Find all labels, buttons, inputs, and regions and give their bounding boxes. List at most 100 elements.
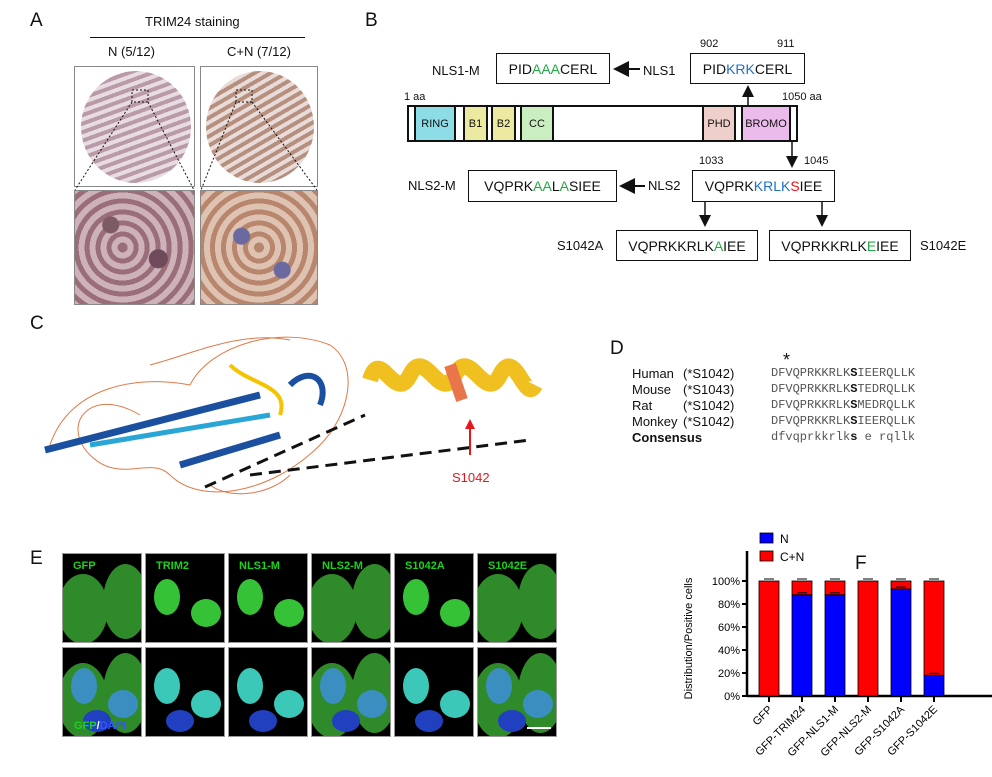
nls1m-label: NLS1-M [432,63,480,78]
bar-n [890,588,912,697]
seq-part: DFVQPRKKRLK [771,398,851,412]
species-name: Human [632,366,674,381]
seq-part: DFVQPRKKRLK [771,366,851,380]
domain-b1: B1 [463,107,488,140]
stacked-bar-chart: 0%20%40%60%80%100%Distribution/Positive … [683,532,992,759]
nls1-label: NLS1 [643,63,676,78]
seq-mutated: AAA [531,60,560,77]
species-site: (*S1042) [683,414,735,429]
legend-swatch [759,532,774,544]
seq-part: IEERQLLK [857,366,916,380]
seq-site: S [850,414,858,428]
seq-site: S [850,398,858,412]
species-site: (*S1043) [683,382,735,397]
domain-b2: B2 [491,107,516,140]
legend-label: N [780,532,789,546]
seq-part: VQPRK [484,178,534,194]
y-tick-label: 60% [718,622,740,634]
seq-site: s [850,430,858,444]
nls1-end: 911 [777,38,795,50]
construct-label: NLS1-M [239,560,280,572]
slash-text: / [96,720,100,732]
seq-part: IEERQLLK [857,414,916,428]
asterisk-marker: * [783,350,791,370]
species-seq: DFVQPRKKRLKSMEDRQLLK [771,398,915,412]
s1042a-label: S1042A [557,238,604,253]
nls2-label: NLS2 [648,178,681,193]
species-site: (*S1042) [683,366,735,381]
seq-part: dfvqprkkrlk [771,430,851,444]
y-tick-label: 100% [712,576,740,588]
species-seq: DFVQPRKKRLKSIEERQLLK [771,414,915,428]
nls2-start: 1033 [699,155,724,167]
panel-label-c: C [30,313,44,334]
seq-part: PID [702,60,727,77]
site-label: S1042 [452,470,490,485]
nls2m-label: NLS2-M [408,178,456,193]
seq-site: S [850,382,858,396]
species-name: Rat [632,398,653,413]
merge-image [477,647,557,737]
col-label-cn: C+N (7/12) [227,44,291,59]
consensus-label: Consensus [632,430,703,445]
construct-label: S1042E [488,560,528,572]
domain-cc: CC [520,107,554,140]
y-tick-label: 20% [718,668,740,680]
seq-part: SIEE [568,178,601,194]
seq-part: VQPRK [704,178,754,194]
seq-part: L [551,178,560,194]
nls1-start: 902 [700,38,719,50]
staining-title: TRIM24 staining [145,14,240,29]
gfp-image: S1042E [477,553,557,643]
x-tick-label: GFP [751,704,775,728]
panel-label-b: B [365,10,378,31]
construct-label: TRIM2 [156,560,189,572]
title-underline [90,37,305,38]
seq-part: e rqllk [857,430,916,444]
nls2-end: 1045 [804,155,829,167]
species-site: (*S1042) [683,398,735,413]
bar-n [791,594,813,697]
gfp-image: S1042A [394,553,474,643]
bar-c-plus-n [857,580,879,697]
panel-label-d: D [610,338,624,359]
seq-nls: KRLK [753,178,791,194]
seq-part: VQPRKKRLK [628,237,714,254]
protein-bar [407,105,798,142]
seq-part: IEE [723,237,746,254]
gfp-image: TRIM2 [145,553,225,643]
gfp-image: NLS1-M [228,553,308,643]
tissue-core-cn [200,66,318,187]
bar-n [923,674,945,697]
panel-label-f: F [855,553,867,574]
species-name: Mouse [632,382,672,397]
tissue-zoom-n [74,190,195,305]
construct-label: NLS2-M [322,560,363,572]
legend-swatch [759,550,774,562]
bar-c-plus-n [758,580,780,697]
seq-part: MEDRQLLK [857,398,916,412]
species-name: Monkey [632,414,678,429]
species-seq: DFVQPRKKRLKSIEERQLLK [771,366,915,380]
zoom-lines [74,89,318,191]
legend-label: C+N [780,550,804,564]
seq-part: DFVQPRKKRLK [771,414,851,428]
seq-part: PID [508,60,532,77]
merge-image [394,647,474,737]
seq-part: IEE [876,237,899,254]
seq-part: VQPRKKRLK [781,237,867,254]
seq-mutated: A [713,237,724,254]
seq-part: TEDRQLLK [857,382,916,396]
col-label-n: N (5/12) [108,44,155,59]
seq-part: CERL [754,60,793,77]
construct-label: S1042A [405,560,445,572]
merge-image [228,647,308,737]
s1042e-label: S1042E [920,238,967,253]
gfp-image: NLS2-M [311,553,391,643]
merge-image [145,647,225,737]
